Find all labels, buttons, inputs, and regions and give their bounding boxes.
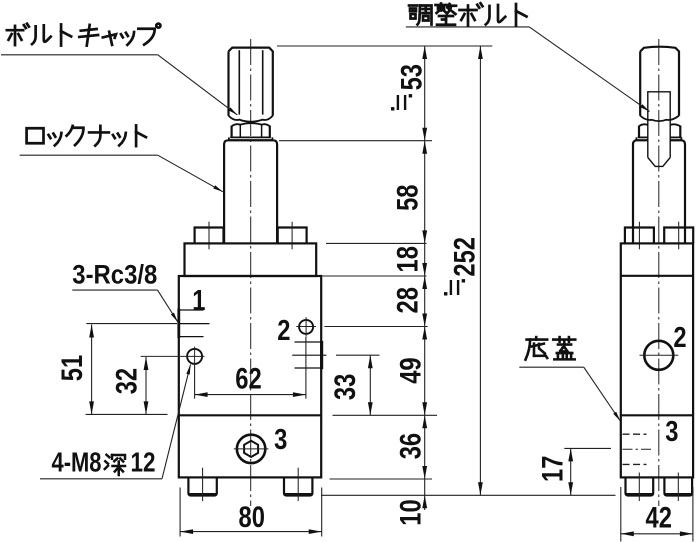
svg-text:42: 42: [646, 502, 672, 535]
svg-text:36: 36: [394, 433, 427, 459]
svg-text:4-M8: 4-M8: [52, 447, 102, 478]
svg-text:2: 2: [673, 322, 686, 354]
svg-text:12: 12: [131, 447, 156, 478]
svg-text:33: 33: [329, 374, 362, 400]
svg-text:2: 2: [277, 315, 290, 347]
svg-text:80: 80: [239, 501, 265, 534]
svg-text:3: 3: [274, 424, 287, 456]
svg-text:10: 10: [394, 499, 427, 525]
svg-text:58: 58: [392, 185, 425, 211]
svg-text:252: 252: [448, 237, 481, 277]
svg-text:18: 18: [392, 246, 425, 272]
svg-text:51: 51: [56, 355, 89, 381]
svg-text:32: 32: [111, 368, 144, 394]
svg-text:62: 62: [235, 362, 261, 395]
svg-text:1: 1: [192, 285, 205, 317]
svg-text:53: 53: [395, 64, 428, 90]
svg-text:3: 3: [665, 416, 678, 448]
svg-text:28: 28: [392, 287, 425, 313]
svg-text:3-Rc3/8: 3-Rc3/8: [72, 260, 157, 290]
svg-text:17: 17: [537, 456, 570, 482]
svg-text:49: 49: [394, 357, 427, 383]
